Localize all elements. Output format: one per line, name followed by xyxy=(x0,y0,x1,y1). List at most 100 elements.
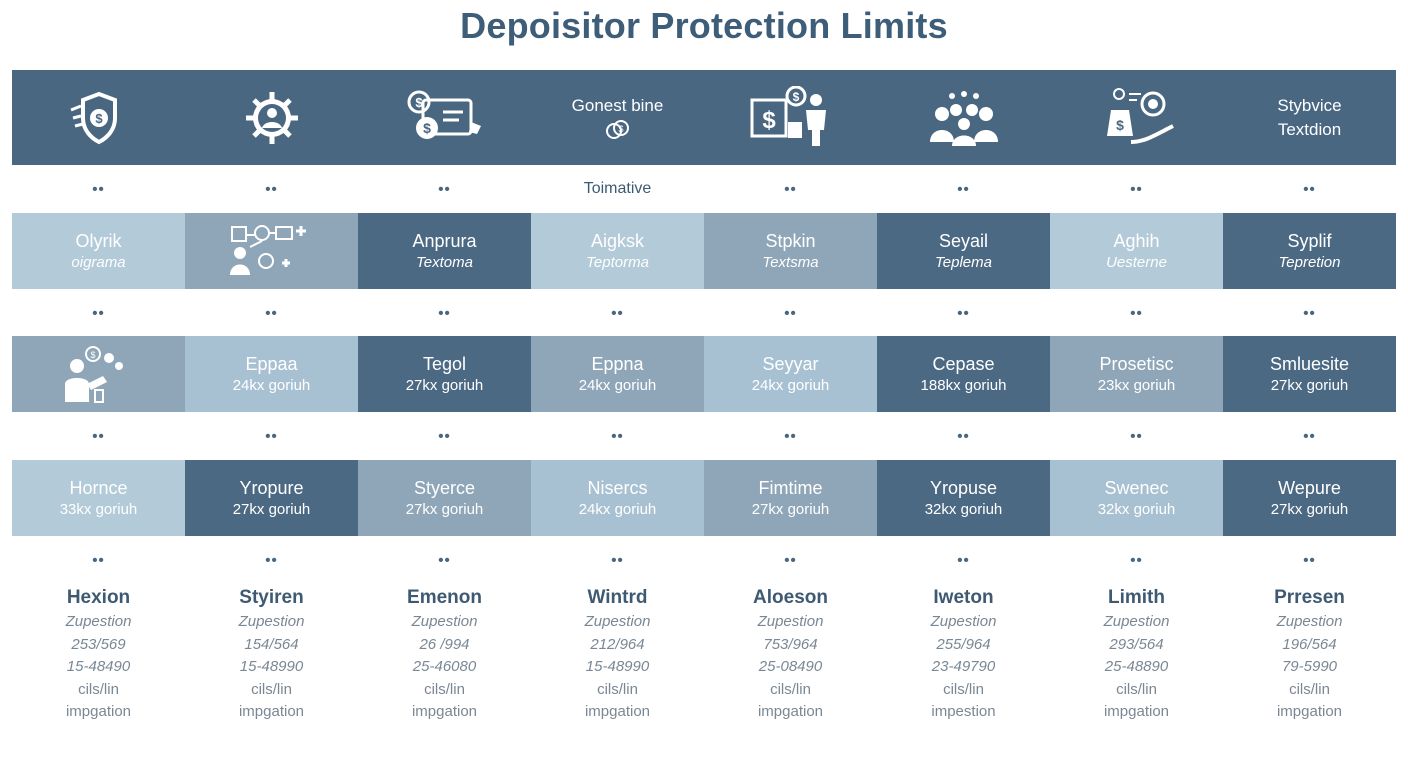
row3-cell-5: Fimtime 27kx goriuh xyxy=(704,460,877,536)
detail-line: 15-48490 xyxy=(66,658,131,675)
hand-money-icon: $ xyxy=(1095,86,1179,150)
cell-title: Olyrik xyxy=(75,231,122,251)
detail-line: Zupestion xyxy=(1103,613,1170,630)
detail-line: impgation xyxy=(584,703,651,720)
cell-subtitle: 27kx goriuh xyxy=(405,501,484,518)
detail-name: Hexion xyxy=(66,587,131,608)
cell-subtitle: 27kx goriuh xyxy=(232,501,311,518)
cell-title: Stpkin xyxy=(765,231,816,251)
cell-title: Yropuse xyxy=(929,478,998,498)
separator-mark: •• xyxy=(438,304,451,322)
separator-mark: •• xyxy=(1303,551,1316,569)
separator-mark: •• xyxy=(957,427,970,445)
cell-subtitle: 32kx goriuh xyxy=(924,501,1003,518)
row2-cell-2: Eppaa 24kx goriuh xyxy=(185,336,358,412)
separator-mark: •• xyxy=(611,427,624,445)
detail-line: Zupestion xyxy=(1276,613,1343,630)
cell-title: Aghih xyxy=(1113,231,1160,251)
detail-line: cils/lin xyxy=(770,680,811,698)
separator-mark: •• xyxy=(1130,304,1143,322)
detail-line: impgation xyxy=(1103,703,1170,720)
row2-cell-4: Eppna 24kx goriuh xyxy=(531,336,704,412)
row2-cell-7: Prosetisc 23kx goriuh xyxy=(1050,336,1223,412)
people-group-icon xyxy=(922,88,1006,148)
detail-col-8: Prresen Zupestion 196/564 79-5990 cils/l… xyxy=(1223,585,1396,725)
header-col-3: $ $ xyxy=(358,70,531,165)
separator-mark: •• xyxy=(957,180,970,198)
cell-subtitle: 24kx goriuh xyxy=(751,377,830,394)
header-col-4: Gonest bine $ xyxy=(531,70,704,165)
separator-mark: •• xyxy=(265,180,278,198)
row3-cell-4: Nisercs 24kx goriuh xyxy=(531,460,704,536)
separator-mark: •• xyxy=(265,304,278,322)
svg-text:$: $ xyxy=(95,111,103,126)
detail-line: 753/964 xyxy=(763,635,818,653)
dollar-person-icon: $ $ xyxy=(746,85,836,150)
svg-text:$: $ xyxy=(90,350,95,360)
detail-col-6: Iweton Zupestion 255/964 23-49790 cils/l… xyxy=(877,585,1050,725)
detail-line: Zupestion xyxy=(930,613,997,630)
detail-line: 293/564 xyxy=(1109,635,1164,653)
cell-subtitle: 27kx goriuh xyxy=(1270,501,1349,518)
cell-subtitle: 188kx goriuh xyxy=(920,377,1007,394)
header-label-4: Gonest bine xyxy=(571,95,664,115)
detail-line: 212/964 xyxy=(590,635,645,653)
detail-line: cils/lin xyxy=(1289,680,1330,698)
row1-cell-3: Anprura Textoma xyxy=(358,213,531,289)
detail-line: cils/lin xyxy=(1116,680,1157,698)
cell-subtitle: 27kx goriuh xyxy=(751,501,830,518)
detail-line: cils/lin xyxy=(943,680,984,698)
row2-cell-1: $ xyxy=(12,336,185,412)
cell-title: Styerce xyxy=(413,478,476,498)
svg-text:$: $ xyxy=(762,107,776,134)
row2-cell-8: Smluesite 27kx goriuh xyxy=(1223,336,1396,412)
detail-line: 253/569 xyxy=(71,635,126,653)
header-col-7: $ xyxy=(1050,70,1223,165)
cell-title: Yropure xyxy=(239,478,304,498)
separator-mark: •• xyxy=(1303,304,1316,322)
detail-line: 26 /994 xyxy=(419,635,470,653)
separator-mark: •• xyxy=(784,427,797,445)
detail-name: Limith xyxy=(1108,587,1165,608)
detail-name: Prresen xyxy=(1274,587,1345,608)
detail-col-4: Wintrd Zupestion 212/964 15-48990 cils/l… xyxy=(531,585,704,725)
detail-line: 79-5990 xyxy=(1281,658,1338,675)
detail-line: impgation xyxy=(65,703,132,720)
separator-mark: •• xyxy=(1130,427,1143,445)
cell-title: Eppna xyxy=(591,354,644,374)
row3-cell-8: Wepure 27kx goriuh xyxy=(1223,460,1396,536)
row1-cell-6: Seyail Teplema xyxy=(877,213,1050,289)
detail-line: cils/lin xyxy=(424,680,465,698)
cell-title: Nisercs xyxy=(587,478,648,498)
detail-name: Aloeson xyxy=(753,587,828,608)
row3-cell-2: Yropure 27kx goriuh xyxy=(185,460,358,536)
bottom-details: Hexion Zupestion 253/569 15-48490 cils/l… xyxy=(12,585,1396,725)
cell-title: Cepase xyxy=(932,354,995,374)
separator-mark: •• xyxy=(438,551,451,569)
svg-text:$: $ xyxy=(618,124,623,134)
separator-row-2: •• •• •• •• •• •• •• •• xyxy=(12,289,1396,337)
header-col-6 xyxy=(877,70,1050,165)
detail-line: Zupestion xyxy=(757,613,824,630)
row1-cell-2 xyxy=(185,213,358,289)
row1-cell-5: Stpkin Textsma xyxy=(704,213,877,289)
svg-text:$: $ xyxy=(415,95,423,110)
separator-mid: Toimative xyxy=(531,165,704,213)
detail-line: impgation xyxy=(1276,703,1343,720)
detail-line: Zupestion xyxy=(238,613,305,630)
detail-col-5: Aloeson Zupestion 753/964 25-08490 cils/… xyxy=(704,585,877,725)
detail-line: 25-48890 xyxy=(1104,658,1169,675)
separator-row-4: •• •• •• •• •• •• •• •• xyxy=(12,536,1396,584)
cell-subtitle: 27kx goriuh xyxy=(1270,377,1349,394)
detail-name: Wintrd xyxy=(587,587,648,608)
separator-mark: •• xyxy=(784,304,797,322)
cell-subtitle: Uesterne xyxy=(1106,254,1167,271)
detail-col-3: Emenon Zupestion 26 /994 25-46080 cils/l… xyxy=(358,585,531,725)
detail-line: 15-48990 xyxy=(239,658,304,675)
separator-mark: •• xyxy=(957,304,970,322)
separator-mark: •• xyxy=(611,304,624,322)
cell-title: Swenec xyxy=(1104,478,1169,498)
header-label-8-line-2: Textdion xyxy=(1277,119,1342,139)
cell-subtitle: Teptorma xyxy=(586,254,649,271)
detail-line: Zupestion xyxy=(411,613,478,630)
